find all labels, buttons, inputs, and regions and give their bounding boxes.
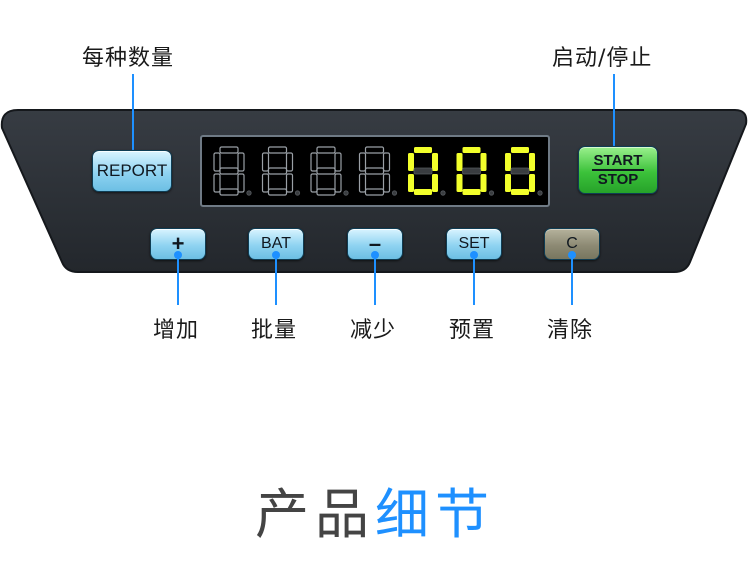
callout-minus: 减少 [350,318,397,343]
stop-label: STOP [597,171,639,188]
display-digit-white [310,146,349,196]
section-title-part1: 产品 [255,483,375,546]
start-stop-button[interactable]: START STOP [578,146,658,194]
callout-clear: 清除 [547,318,594,343]
minus-button-label: – [368,231,382,256]
section-title: 产品细节 [0,470,750,549]
start-label: START [591,152,645,171]
callout-line-bat [275,255,277,305]
callout-line-set [473,255,475,305]
callout-line-clear [571,255,573,305]
callout-report: 每种数量 [82,46,175,71]
section-title-part2: 细节 [375,483,495,546]
clear-button-label: C [566,235,578,252]
callout-line-report [132,74,134,156]
report-button-label: REPORT [96,161,168,180]
callout-line-plus [177,255,179,305]
counter-display [200,135,550,207]
set-button-label: SET [458,235,490,252]
seven-segment-digits [213,146,543,196]
bat-button-label: BAT [261,235,291,252]
callout-set: 预置 [449,318,496,343]
callout-line-start-stop [613,74,615,156]
plus-button-label: + [171,231,185,256]
display-digit-white [358,146,398,196]
display-digit-white [261,146,301,196]
display-digit-yellow [456,147,495,196]
display-digit-yellow [408,147,446,196]
callout-bat: 批量 [251,318,298,343]
callout-plus: 增加 [153,318,200,343]
display-digit-yellow [505,147,543,196]
display-digit-white [213,146,252,196]
minus-button[interactable]: – [347,228,403,260]
callout-start-stop: 启动/停止 [552,46,653,71]
report-button[interactable]: REPORT [92,150,172,192]
callout-line-minus [374,255,376,305]
